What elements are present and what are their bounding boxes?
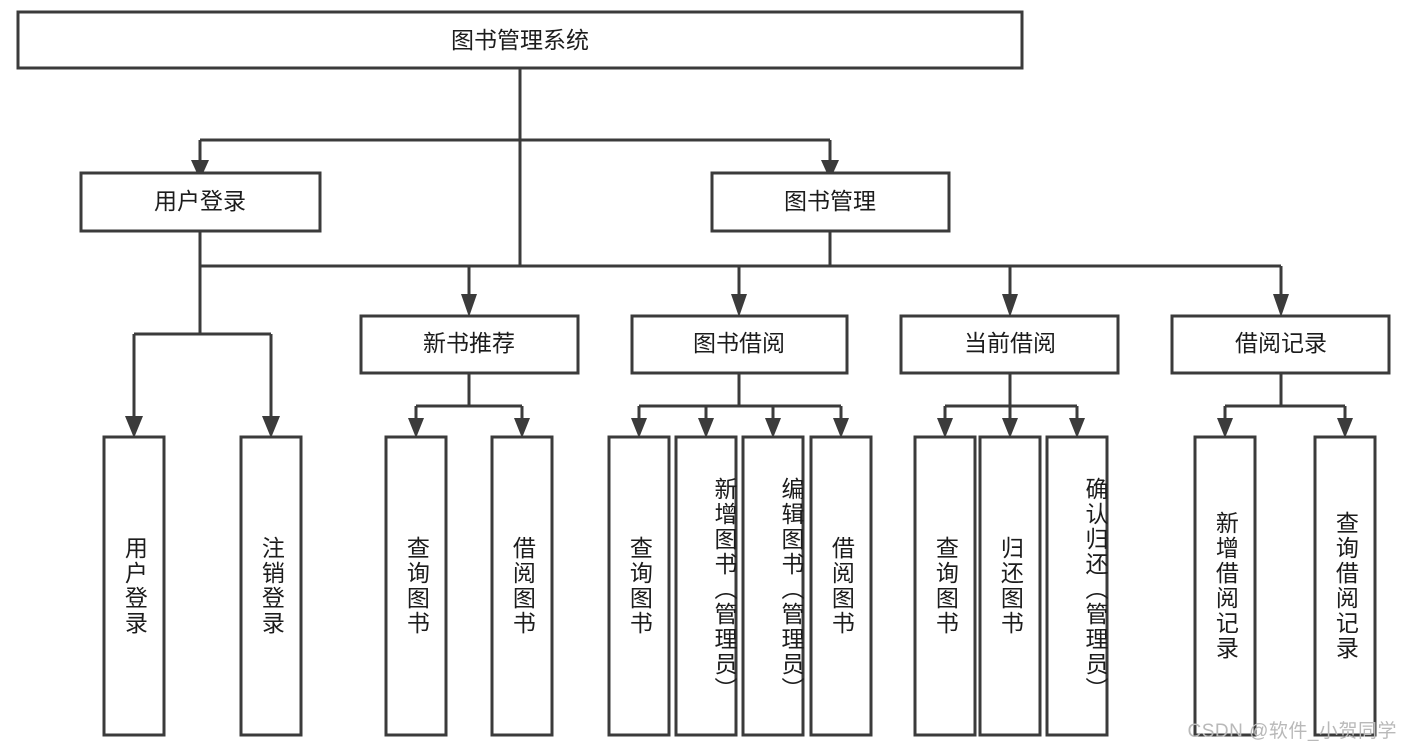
- node-book-manage-label: 图书管理: [784, 188, 876, 214]
- node-book-manage[interactable]: [710, 171, 951, 233]
- arrow-current-borrow-leaf3: [1069, 418, 1085, 438]
- node-new-book-recommend[interactable]: [359, 314, 580, 375]
- node-user-login-label: 用户登录: [154, 188, 246, 214]
- node-leaf-user-login-1[interactable]: [102, 435, 166, 737]
- node-current-borrow-label: 当前借阅: [964, 330, 1056, 356]
- arrow-new-book-leaf1: [408, 418, 424, 438]
- node-leaf-user-login-2[interactable]: [239, 435, 303, 737]
- node-book-borrow[interactable]: [630, 314, 849, 375]
- watermark-text: CSDN @软件_小贺同学: [1187, 721, 1397, 742]
- node-leaf-current-borrow-2[interactable]: [978, 435, 1042, 737]
- node-leaf-book-borrow-4[interactable]: [809, 435, 873, 737]
- arrow-borrow-records-leaf2: [1337, 418, 1353, 438]
- node-leaf-book-borrow-2[interactable]: [674, 435, 738, 737]
- node-leaf-new-book-1[interactable]: [384, 435, 448, 737]
- node-leaf-borrow-records-1[interactable]: [1193, 435, 1257, 737]
- arrow-to-current-borrow: [1002, 294, 1018, 317]
- arrow-book-borrow-leaf4: [833, 418, 849, 438]
- connector-group-main: [125, 68, 1353, 438]
- arrow-current-borrow-leaf2: [1002, 418, 1018, 438]
- node-current-borrow[interactable]: [899, 314, 1120, 375]
- node-borrow-records[interactable]: [1170, 314, 1391, 375]
- arrow-new-book-leaf2: [514, 418, 530, 438]
- node-leaf-new-book-2[interactable]: [490, 435, 554, 737]
- arrow-user-login-leaf2: [262, 416, 280, 438]
- arrow-to-book-borrow: [731, 294, 747, 317]
- arrow-to-user-login: [191, 160, 209, 180]
- arrow-user-login-leaf1: [125, 416, 143, 438]
- node-user-login[interactable]: [79, 171, 322, 233]
- arrow-book-borrow-leaf2: [698, 418, 714, 438]
- node-leaf-borrow-records-2[interactable]: [1313, 435, 1377, 737]
- node-root[interactable]: [16, 10, 1024, 70]
- node-root-label: 图书管理系统: [451, 27, 589, 53]
- arrow-book-borrow-leaf3: [765, 418, 781, 438]
- arrow-borrow-records-leaf1: [1217, 418, 1233, 438]
- node-new-book-recommend-label: 新书推荐: [423, 330, 515, 356]
- arrow-to-borrow-records: [1273, 294, 1289, 317]
- arrow-current-borrow-leaf1: [937, 418, 953, 438]
- arrow-to-book-manage: [821, 160, 839, 180]
- node-leaf-book-borrow-1[interactable]: [607, 435, 671, 737]
- node-book-borrow-label: 图书借阅: [693, 330, 785, 356]
- node-borrow-records-label: 借阅记录: [1235, 330, 1327, 356]
- node-leaf-current-borrow-3[interactable]: [1045, 435, 1109, 737]
- node-box-group: 图书管理系统 用户登录 图书管理 新书推荐 图书借阅 当前借阅 借阅记录: [16, 10, 1391, 737]
- node-leaf-book-borrow-3[interactable]: [741, 435, 805, 737]
- connector-group: [200, 68, 830, 268]
- node-leaf-current-borrow-1[interactable]: [913, 435, 977, 737]
- arrow-book-borrow-leaf1: [631, 418, 647, 438]
- arrow-to-new-book: [461, 294, 477, 317]
